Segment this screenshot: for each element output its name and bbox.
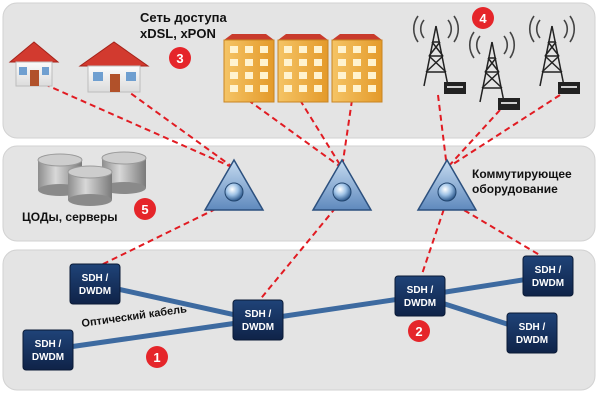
marker-1: 1 [146, 346, 168, 368]
switching-label-line1: Коммутирующее [472, 167, 572, 181]
access-network-title: Сеть доступа [140, 10, 227, 25]
access-links [34, 79, 561, 303]
sdh-node-label-line2: DWDM [532, 278, 564, 289]
cell-tower-icon [468, 31, 520, 110]
sdh-node-label-line2: DWDM [242, 322, 274, 333]
server-cylinder-icon [67, 165, 113, 206]
sdh-node-label-line1: SDH / [82, 273, 109, 284]
apartment-building-icon [331, 34, 383, 103]
house-icon [8, 41, 60, 87]
sdh-node-label-line2: DWDM [79, 286, 111, 297]
sdh-node-label-line2: DWDM [32, 352, 64, 363]
sdh-node-icon: SDH / DWDM [506, 312, 558, 354]
apartment-building-icon [277, 34, 329, 103]
sdh-node-label-line1: SDH / [407, 285, 434, 296]
svg-text:2: 2 [415, 324, 422, 339]
sdh-node-icon: SDH / DWDM [22, 329, 74, 371]
sdh-node-label-line1: SDH / [519, 322, 546, 333]
apartment-building-icon [223, 34, 275, 103]
svg-text:5: 5 [141, 202, 148, 217]
sdh-node-icon: SDH / DWDM [69, 263, 121, 305]
sdh-node-label-line2: DWDM [404, 298, 436, 309]
sdh-node-label-line2: DWDM [516, 335, 548, 346]
svg-text:4: 4 [479, 11, 487, 26]
marker-4: 4 [472, 7, 494, 29]
switch-triangle-icon [203, 158, 265, 211]
switch-triangle-icon [416, 158, 478, 211]
house-icon [78, 41, 150, 93]
marker-2: 2 [408, 320, 430, 342]
sdh-node-label-line1: SDH / [535, 265, 562, 276]
svg-text:3: 3 [176, 51, 183, 66]
switching-label-line2: оборудование [472, 182, 558, 196]
access-network-subtitle: xDSL, xPON [140, 26, 216, 41]
cell-tower-icon [528, 15, 580, 94]
sdh-node-label-line1: SDH / [245, 309, 272, 320]
marker-3: 3 [169, 47, 191, 69]
sdh-node-icon: SDH / DWDM [394, 275, 446, 317]
marker-5: 5 [134, 198, 156, 220]
datacenters-label: ЦОДы, серверы [22, 210, 118, 224]
cell-tower-icon [412, 15, 466, 94]
sdh-node-icon: SDH / DWDM [232, 299, 284, 341]
switch-triangle-icon [311, 158, 373, 211]
svg-text:1: 1 [153, 350, 160, 365]
sdh-node-label-line1: SDH / [35, 339, 62, 350]
sdh-node-icon: SDH / DWDM [522, 255, 574, 297]
